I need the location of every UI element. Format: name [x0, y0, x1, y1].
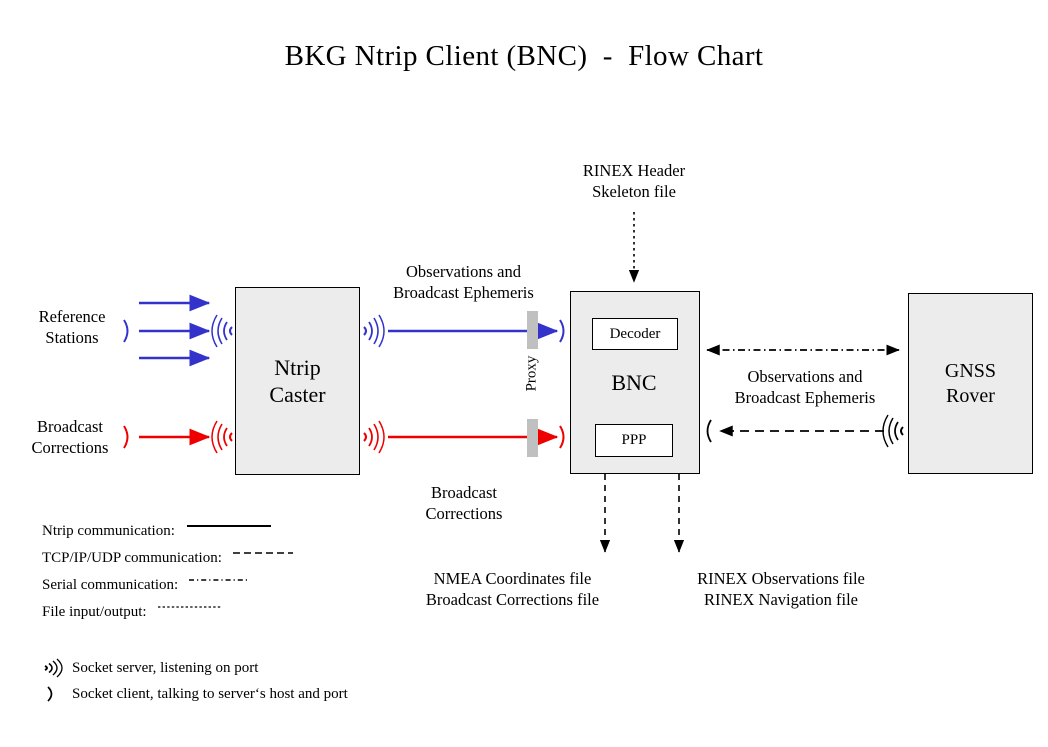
legend-item: TCP/IP/UDP communication:: [42, 550, 362, 577]
socket-server-icon: [211, 314, 233, 348]
legend-line-styles: Ntrip communication: TCP/IP/UDP communic…: [42, 523, 362, 631]
legend-label: Socket server, listening on port: [72, 659, 259, 676]
socket-server-icon: [38, 656, 64, 680]
legend-swatch-dash-dot: [188, 575, 250, 585]
legend-swatch-dashed: [232, 548, 294, 558]
legend-label: Socket client, talking to server‘s host …: [72, 685, 348, 702]
legend-item: Ntrip communication:: [42, 523, 362, 550]
legend-swatch-dotted: [157, 602, 223, 612]
node-decoder[interactable]: Decoder: [592, 318, 678, 350]
node-bnc-label: BNC: [611, 370, 657, 395]
legend-label: File input/output:: [42, 604, 147, 620]
label-broadcast-corrections-source: Broadcast Corrections: [31, 417, 109, 458]
legend-item: Socket client, talking to server‘s host …: [38, 681, 458, 707]
socket-server-icon: [211, 420, 233, 454]
socket-client-icon: [38, 682, 64, 706]
legend-label: Ntrip communication:: [42, 523, 175, 539]
label-observations-and-ephemeris-caster-bnc: Observations and Broadcast Ephemeris: [393, 262, 534, 303]
node-decoder-label: Decoder: [609, 325, 661, 342]
label-reference-stations: Reference Stations: [38, 307, 106, 348]
proxy-bar: [527, 419, 538, 457]
legend-label: Serial communication:: [42, 577, 179, 593]
label-rinex-header-skeleton-file: RINEX Header Skeleton file: [582, 161, 686, 202]
node-ppp-label: PPP: [621, 432, 647, 448]
node-gnss-rover-label: GNSS Rover: [944, 359, 997, 407]
socket-client-icon: [559, 425, 565, 449]
legend-label: TCP/IP/UDP communication:: [42, 550, 222, 566]
node-gnss-rover[interactable]: GNSS Rover: [908, 293, 1033, 474]
node-ntrip-caster-label: Ntrip Caster: [269, 354, 326, 408]
socket-server-icon: [882, 414, 904, 448]
legend-item: File input/output:: [42, 604, 362, 631]
socket-server-icon: [363, 314, 385, 348]
node-ntrip-caster[interactable]: Ntrip Caster: [235, 287, 360, 475]
label-rinex-output-files: RINEX Observations file RINEX Navigation…: [697, 569, 865, 610]
proxy-label: Proxy: [523, 355, 540, 392]
label-observations-and-ephemeris-bnc-rover: Observations and Broadcast Ephemeris: [734, 367, 876, 408]
socket-client-icon: [706, 419, 712, 443]
label-broadcast-corrections-caster-bnc: Broadcast Corrections: [425, 483, 503, 524]
socket-client-icon: [559, 319, 565, 343]
legend-item: Socket server, listening on port: [38, 655, 458, 681]
socket-server-icon: [363, 420, 385, 454]
legend-item: Serial communication:: [42, 577, 362, 604]
label-nmea-output-files: NMEA Coordinates file Broadcast Correcti…: [425, 569, 600, 610]
page-title: BKG Ntrip Client (BNC) - Flow Chart: [284, 40, 764, 72]
legend-swatch-solid: [185, 521, 273, 531]
node-ppp[interactable]: PPP: [595, 424, 673, 457]
edge-reference-stations-to-caster: [139, 294, 211, 367]
legend-socket-types: Socket server, listening on port Socket …: [38, 655, 458, 707]
proxy-bar: [527, 311, 538, 349]
